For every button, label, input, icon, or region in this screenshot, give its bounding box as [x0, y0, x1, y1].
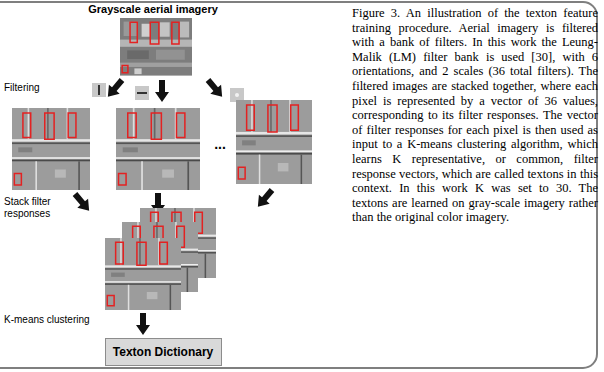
flow-arrow: [136, 313, 150, 335]
figure-caption: Figure 3. An illustration of the texton …: [352, 6, 598, 225]
filtered-image: [12, 108, 90, 190]
step-label: Stack filter responses: [4, 196, 64, 220]
stacked-image: [105, 238, 181, 310]
ellipsis: ...: [206, 138, 234, 150]
figure-frame: [0, 2, 597, 368]
step-label: Filtering: [4, 82, 64, 94]
flow-arrow: [203, 76, 228, 102]
step-label: K-means clustering: [4, 314, 114, 326]
filter-icon: [135, 86, 149, 100]
process-box: Texton Dictionary: [105, 338, 222, 366]
aerial-image: [120, 18, 192, 76]
figure-heading: Grayscale aerial imagery: [80, 3, 226, 16]
box-label: Texton Dictionary: [113, 345, 213, 359]
flow-arrow: [252, 186, 277, 212]
filter-icon: [230, 88, 244, 102]
flow-arrow: [102, 76, 127, 102]
flow-arrow: [70, 190, 95, 216]
flow-arrow: [155, 80, 169, 102]
filter-icon: [92, 83, 106, 97]
filtered-image: [236, 100, 312, 184]
filtered-image: [116, 108, 200, 190]
